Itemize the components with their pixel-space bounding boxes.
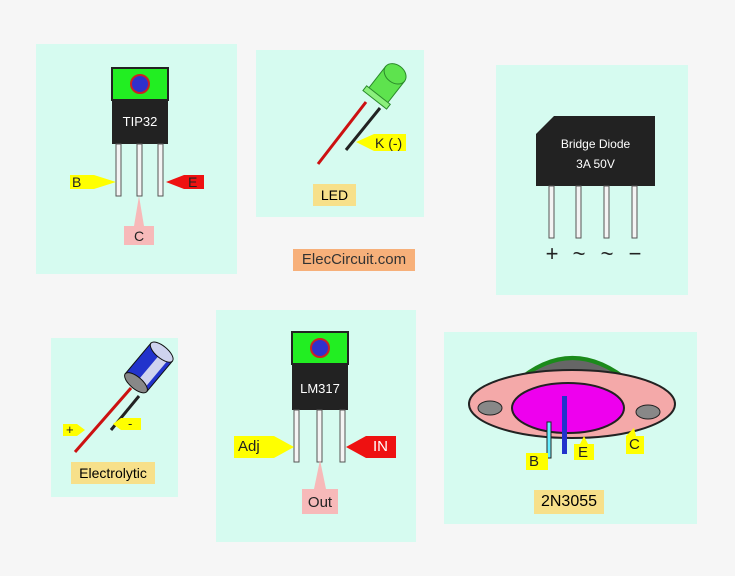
lm317-mounting-hole [310,338,330,358]
n3055-pin-c-label: C [629,436,640,453]
n3055-drawing [468,356,676,470]
n3055-pin-b-label: B [529,453,540,470]
n3055-panel: B E C 2N3055 [444,332,697,524]
tip32-lead-b [115,143,122,197]
lm317-pin-adj-label: Adj [238,438,260,455]
capacitor-body [124,341,174,394]
tip32-body [112,100,168,144]
led-body [362,63,407,110]
lm317-out-tag [302,460,338,514]
led-cathode-tag [356,134,406,151]
lm317-adj-tag [234,436,294,458]
lm317-body [292,364,348,410]
lm317-pin-in-label: IN [373,438,388,455]
capacitor-drawing [63,341,174,453]
bridge-pin-ac1-label: ~ [572,241,586,266]
tip32-pin-c-tag [124,196,154,245]
capacitor-panel: + - Electrolytic [51,338,178,497]
lm317-in-tag [346,436,396,458]
watermark-label: ElecCircuit.com [293,249,415,271]
led-anode-lead [316,101,368,165]
n3055-lead-e [562,396,567,454]
led-cathode-lead [344,107,382,151]
led-name-label: LED [313,184,356,206]
n3055-left-hole [477,400,503,416]
tip32-pin-c-label: C [133,228,145,244]
lm317-lead-out [316,409,323,463]
led-cathode-label: K (-) [375,135,403,151]
lm317-pin-out-label: Out [307,494,333,511]
capacitor-name-label: Electrolytic [71,462,155,484]
n3055-name-label: 2N3055 [534,490,604,514]
tip32-pin-b-tag [70,175,116,189]
tip32-pin-e-tag [166,175,204,189]
lm317-lead-adj [293,409,300,463]
capacitor-plus-lead [73,387,133,453]
capacitor-plus-label: + [66,422,74,437]
n3055-case [511,382,625,434]
tip32-mounting-hole [130,74,150,94]
bridge-lead-ac2 [603,185,610,239]
n3055-pin-b-tag [526,453,548,470]
bridge-pin-minus-label: − [628,241,642,266]
bridge-lead-plus [548,185,555,239]
tip32-lead-e [157,143,164,197]
capacitor-plus-tag [63,424,85,436]
bridge-diode-panel: Bridge Diode 3A 50V + ~ ~ − [496,65,688,295]
tip32-lead-c [136,143,143,197]
bridge-diode-body [536,116,655,186]
n3055-pin-e-tag [574,436,594,460]
bridge-pin-ac2-label: ~ [600,241,614,266]
led-panel: K (-) LED [256,50,424,217]
bridge-line2-label: 3A 50V [576,157,615,171]
lm317-panel: LM317 Adj IN Out [216,310,416,542]
bridge-diode-drawing [536,116,655,239]
bridge-line1-label: Bridge Diode [560,137,631,151]
bridge-pin-plus-label: + [545,241,559,266]
lm317-drawing [234,331,396,514]
capacitor-minus-label: - [128,416,133,431]
tip32-part-label: TIP32 [122,114,158,129]
tip32-drawing [70,67,204,245]
lm317-part-label: LM317 [300,381,340,396]
tip32-pin-e-label: E [188,174,198,190]
n3055-pin-e-label: E [578,444,589,461]
lm317-lead-in [339,409,346,463]
tip32-pin-b-label: B [72,174,82,190]
n3055-pin-c-tag [626,428,644,454]
tip32-panel: TIP32 B E C [36,44,237,274]
capacitor-minus-tag [113,418,141,430]
led-drawing [316,63,407,165]
bridge-lead-minus [631,185,638,239]
bridge-lead-ac1 [575,185,582,239]
n3055-lead-b [546,421,552,459]
n3055-right-hole [635,404,661,420]
